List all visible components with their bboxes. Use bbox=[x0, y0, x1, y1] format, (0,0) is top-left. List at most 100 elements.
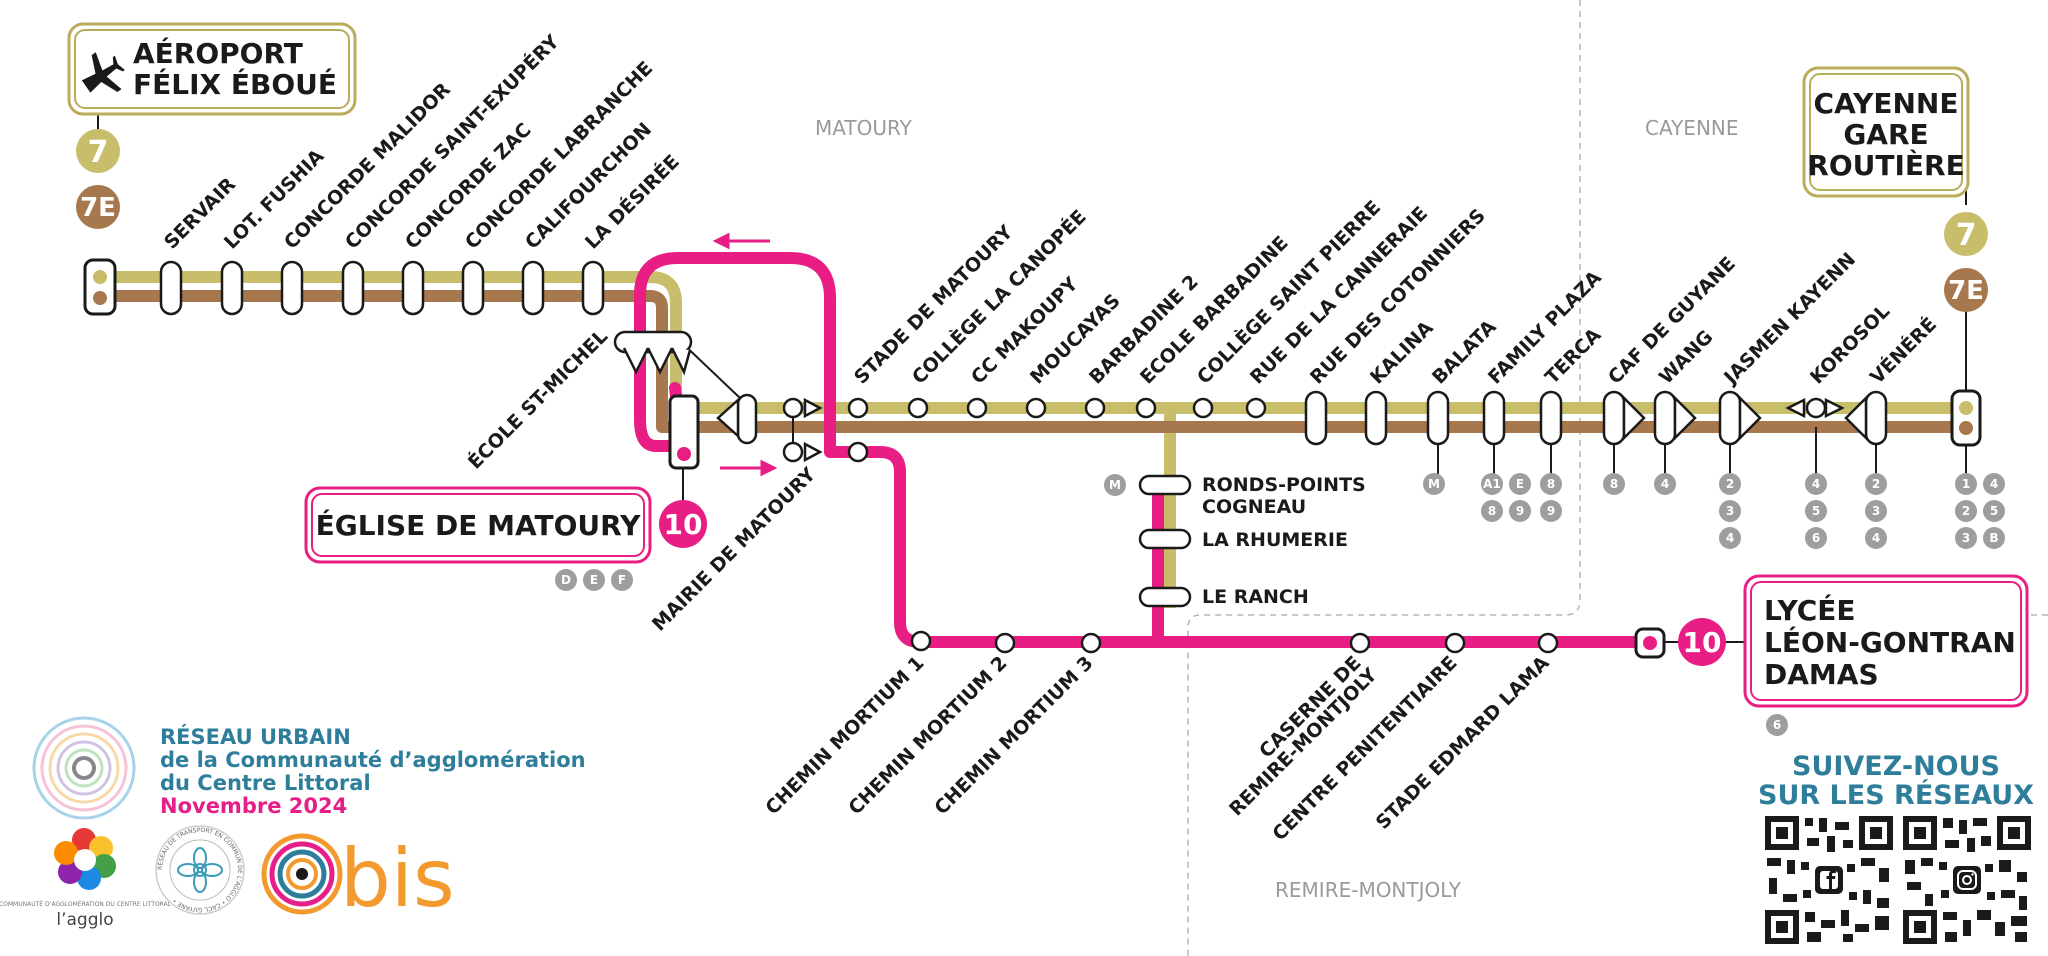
stop-concorde-zac[interactable] bbox=[401, 260, 425, 316]
terminal-stop-airport[interactable] bbox=[83, 258, 117, 316]
stop-concorde-st-exupery[interactable] bbox=[341, 260, 365, 316]
stop-family-plaza[interactable] bbox=[1482, 390, 1506, 446]
stop-cc-makoupy[interactable] bbox=[966, 397, 988, 419]
stop-terca[interactable] bbox=[1539, 390, 1563, 446]
stop-la-rhumerie[interactable] bbox=[1138, 528, 1192, 550]
terminal-cayenne[interactable]: CAYENNE GARE ROUTIÈRE bbox=[1802, 66, 1970, 198]
corr-family-plaza: A1 E 8 9 bbox=[1481, 473, 1531, 522]
stop-mairie-matoury[interactable] bbox=[782, 397, 823, 463]
corr-caf: 8 bbox=[1603, 473, 1625, 495]
svg-text:9: 9 bbox=[1516, 504, 1524, 518]
terminal-cayenne-line2: GARE bbox=[1843, 118, 1928, 151]
terminal-lycee[interactable]: LYCÉE LÉON-GONTRAN DAMAS bbox=[1743, 574, 2029, 708]
stop-lot-fushia[interactable] bbox=[220, 260, 244, 316]
instagram-icon bbox=[1953, 866, 1981, 894]
follow-title-1: SUIVEZ-NOUS bbox=[1792, 751, 2000, 782]
line-badge-7-cayenne: 7 bbox=[1944, 212, 1988, 256]
zone-label-cayenne: CAYENNE bbox=[1645, 116, 1739, 140]
stop-le-ranch[interactable] bbox=[1138, 586, 1192, 608]
loop-direction-arrows bbox=[712, 232, 778, 477]
stop-chemin-mortium-2[interactable] bbox=[994, 632, 1016, 654]
line-7e-track bbox=[100, 290, 1965, 433]
zone-label-matoury: MATOURY bbox=[815, 116, 913, 140]
stop-chemin-mortium-1[interactable] bbox=[910, 630, 932, 652]
stop-concorde-labranche[interactable] bbox=[461, 260, 485, 316]
stop-barbadine-2[interactable] bbox=[1084, 397, 1106, 419]
stop-venere[interactable] bbox=[1844, 390, 1888, 446]
qr-instagram[interactable] bbox=[1903, 816, 2031, 944]
agglo-name: l’agglo bbox=[56, 910, 113, 930]
svg-text:M: M bbox=[1428, 477, 1440, 491]
follow-title-2: SUR LES RÉSEAUX bbox=[1758, 779, 2034, 811]
svg-text:M: M bbox=[1109, 478, 1121, 492]
stop-balata[interactable] bbox=[1426, 390, 1450, 446]
svg-text:4: 4 bbox=[1872, 531, 1880, 545]
stop-rue-canneraie[interactable] bbox=[1245, 397, 1267, 419]
cacl-seal-logo: RÉSEAU DE TRANSPORT EN COMMUN DE L’AGGLO… bbox=[155, 825, 245, 915]
corr-balata: M bbox=[1423, 473, 1445, 495]
stop-jasmen-kayenn[interactable] bbox=[1718, 390, 1762, 446]
stop-college-st-pierre[interactable] bbox=[1192, 397, 1214, 419]
stop-stade-edmard-lama[interactable] bbox=[1537, 632, 1559, 654]
svg-text:E: E bbox=[1516, 477, 1524, 491]
svg-text:E: E bbox=[590, 573, 598, 587]
label-la-rhumerie: LA RHUMERIE bbox=[1202, 529, 1348, 551]
stop-califourchon[interactable] bbox=[521, 260, 545, 316]
terminal-stop-cayenne[interactable] bbox=[1950, 389, 1982, 447]
svg-text:4: 4 bbox=[1726, 531, 1734, 545]
stop-korosol[interactable] bbox=[1785, 397, 1845, 419]
stop-la-desiree[interactable] bbox=[581, 260, 605, 316]
stop-servair[interactable] bbox=[159, 260, 183, 316]
stop-ecole-barbadine[interactable] bbox=[1135, 397, 1157, 419]
obis-brand-text: bis bbox=[340, 832, 455, 925]
stop-centre-penitentiaire[interactable] bbox=[1444, 632, 1466, 654]
svg-text:8: 8 bbox=[1547, 477, 1555, 491]
stop-caf-guyane[interactable] bbox=[1602, 390, 1646, 446]
stop-concorde-malidor[interactable] bbox=[280, 260, 304, 316]
stop-ecole-st-michel[interactable] bbox=[613, 330, 693, 376]
svg-text:3: 3 bbox=[1726, 504, 1734, 518]
stop-caserne[interactable] bbox=[1349, 632, 1371, 654]
terminal-stop-eglise[interactable] bbox=[668, 394, 700, 470]
svg-text:D: D bbox=[561, 573, 571, 587]
correspondence-badges: M A1 E 8 9 8 9 8 4 2 3 4 4 5 6 2 3 4 1 bbox=[1423, 473, 2005, 549]
terminal-stop-lycee[interactable] bbox=[1634, 627, 1666, 659]
qr-facebook[interactable] bbox=[1765, 816, 1893, 944]
labels-line10-lower: CHEMIN MORTIUM 1 CHEMIN MORTIUM 2 CHEMIN… bbox=[761, 652, 1553, 845]
stop-chemin-mortium-3[interactable] bbox=[1080, 632, 1102, 654]
svg-text:4: 4 bbox=[1812, 477, 1820, 491]
svg-text:10: 10 bbox=[1683, 626, 1722, 659]
terminal-eglise[interactable]: ÉGLISE DE MATOURY bbox=[304, 486, 652, 564]
label-lot-fushia: LOT. FUSHIA bbox=[220, 145, 329, 254]
terminal-airport[interactable]: AÉROPORT FÉLIX ÉBOUÉ bbox=[67, 22, 357, 116]
svg-text:4: 4 bbox=[1990, 477, 1998, 491]
stop-stade-matoury[interactable] bbox=[847, 397, 869, 463]
label-cc-makoupy: CC MAKOUPY bbox=[967, 273, 1083, 389]
stops-line10-lower bbox=[910, 630, 1559, 654]
zone-label-remire: REMIRE-MONTJOLY bbox=[1275, 878, 1462, 902]
svg-text:7: 7 bbox=[1956, 218, 1977, 253]
svg-text:7E: 7E bbox=[1948, 276, 1984, 306]
obis-logo: bis bbox=[261, 832, 455, 925]
svg-text:3: 3 bbox=[1962, 531, 1970, 545]
corr-korosol: 4 5 6 bbox=[1805, 473, 1827, 549]
terminal-eglise-label: ÉGLISE DE MATOURY bbox=[316, 508, 642, 542]
svg-text:8: 8 bbox=[1488, 504, 1496, 518]
stop-moucayas[interactable] bbox=[1025, 397, 1047, 419]
stop-loop-east[interactable] bbox=[716, 393, 758, 445]
stop-rue-cotonniers[interactable] bbox=[1304, 390, 1328, 446]
agglo-small-text: COMMUNAUTÉ D’AGGLOMÉRATION DU CENTRE LIT… bbox=[0, 900, 172, 908]
svg-text:10: 10 bbox=[664, 508, 703, 541]
svg-text:A1: A1 bbox=[1483, 477, 1501, 491]
stops-east-pill bbox=[1304, 390, 1563, 446]
network-subtitle-1: de la Communauté d’agglomération bbox=[160, 748, 586, 772]
corr-lycee: 6 bbox=[1766, 714, 1788, 736]
stop-kalina[interactable] bbox=[1364, 390, 1388, 446]
network-date: Novembre 2024 bbox=[160, 794, 347, 818]
stop-ronds-points[interactable] bbox=[1138, 474, 1192, 496]
airplane-icon bbox=[81, 52, 125, 93]
stop-wang[interactable] bbox=[1653, 390, 1697, 446]
stop-college-canopee[interactable] bbox=[907, 397, 929, 419]
corr-wang: 4 bbox=[1654, 473, 1676, 495]
svg-text:5: 5 bbox=[1812, 504, 1820, 518]
